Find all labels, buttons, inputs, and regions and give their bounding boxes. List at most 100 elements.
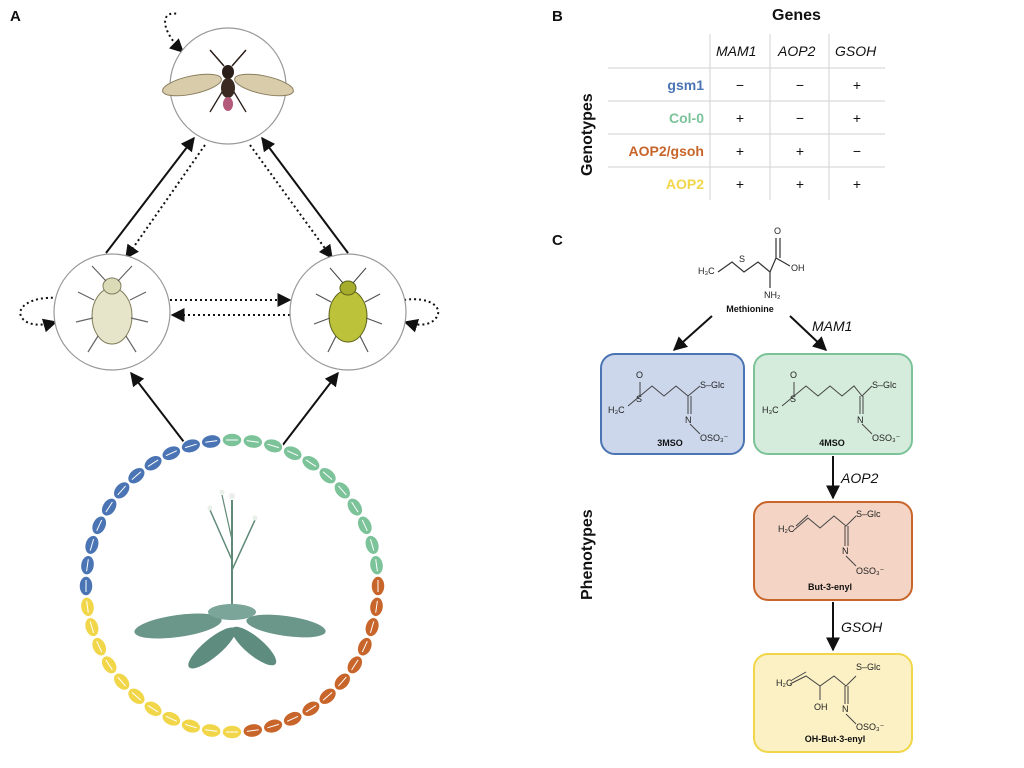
wasp-icon [162, 49, 294, 113]
pale-aphid-icon [75, 265, 149, 353]
dna-rung [338, 485, 347, 496]
dna-rung [322, 692, 333, 701]
3mso-h3c: H₃C [608, 405, 625, 415]
structure-ohbut3enyl [789, 671, 857, 725]
dotted-arrow-wasp-to-green-aphid [249, 144, 333, 260]
dna-rung [351, 501, 359, 513]
dna-rung [131, 471, 142, 480]
dna-rung [89, 621, 95, 634]
but3enyl-oso3: OSO₃⁻ [856, 566, 885, 576]
3mso-o: O [636, 370, 644, 380]
methionine-nh2: NH₂ [764, 290, 781, 300]
dotted-self-loop-pale-aphid [19, 296, 59, 333]
cell-aop2-gsoh: + [852, 176, 862, 192]
dotted-arrow-wasp-to-pale-aphid [125, 144, 206, 260]
structure-4mso [781, 382, 873, 435]
enzyme-aop2: AOP2 [841, 470, 879, 486]
dna-rung [361, 640, 368, 653]
ohbut3enyl-oh: OH [814, 702, 828, 712]
3mso-s: S [636, 394, 643, 404]
dna-rung [338, 676, 347, 687]
phenotypes-axis-label: Phenotypes [579, 509, 596, 600]
cell-gsm1-aop2: − [795, 77, 805, 93]
4mso-n: N [857, 415, 864, 425]
cell-gsm1-mam1: − [735, 77, 745, 93]
cell-col0-aop2: − [795, 110, 805, 126]
dna-rung [131, 692, 142, 701]
cell-aop2gsoh-gsoh: − [852, 143, 862, 159]
enzyme-gsoh: GSOH [841, 619, 883, 635]
dna-rung [305, 705, 317, 713]
4mso-s-glc: S–Glc [872, 380, 897, 390]
4mso-h3c: H₃C [762, 405, 779, 415]
ohbut3enyl-name: OH-But-3-enyl [804, 734, 866, 744]
cell-col0-gsoh: + [852, 110, 862, 126]
ohbut3enyl-oso3: OSO₃⁻ [856, 722, 885, 732]
dna-rung [117, 676, 126, 687]
cell-col0-mam1: + [735, 110, 745, 126]
dna-rung [267, 723, 280, 729]
genotype-aop2: AOP2 [665, 176, 704, 192]
3mso-s-glc: S–Glc [700, 380, 725, 390]
dna-rung [96, 519, 103, 532]
dna-rung [86, 600, 89, 613]
genome-ring [78, 432, 386, 740]
3mso-n: N [685, 415, 692, 425]
dna-rung [105, 659, 113, 671]
gene-table-title: Genes [772, 7, 821, 24]
cell-gsm1-gsoh: + [852, 77, 862, 93]
arrow-plant-to-pale-aphid [130, 371, 188, 447]
enzyme-mam1: MAM1 [812, 318, 853, 334]
dna-rung [361, 519, 368, 532]
dna-rung [205, 729, 218, 732]
dna-rung [184, 443, 197, 449]
panel-label-a: A [10, 8, 21, 25]
but3enyl-n: N [842, 546, 849, 556]
4mso-oso3: OSO₃⁻ [872, 433, 901, 443]
dna-rung [117, 485, 126, 496]
arrow-methionine-to-4mso [789, 315, 828, 351]
gene-header-aop2: AOP2 [778, 43, 816, 59]
box-ohbut3enyl [753, 653, 913, 753]
panel-label-c: C [552, 232, 563, 249]
methionine-structure [717, 238, 791, 288]
box-but3enyl [753, 501, 913, 601]
genotype-aop2-gsoh: AOP2/gsoh [628, 143, 704, 159]
arrow-plant-to-green-aphid [281, 371, 339, 447]
arabidopsis-plant-icon [134, 489, 326, 669]
genotype-col0: Col-0 [669, 110, 704, 126]
genotype-gsm1: gsm1 [667, 77, 704, 93]
but3enyl-h2c: H₂C [778, 524, 795, 534]
dna-rung [89, 538, 95, 551]
4mso-name: 4MSO [819, 438, 845, 448]
dna-rung [86, 559, 89, 572]
dna-rung [369, 538, 375, 551]
dotted-self-loop-wasp [164, 12, 185, 53]
cell-aop2-aop2: + [795, 176, 805, 192]
arrow-methionine-to-3mso [672, 315, 713, 351]
gene-header-gsoh: GSOH [835, 43, 877, 59]
dna-rung [184, 723, 197, 729]
dna-rung [165, 715, 178, 722]
dna-rung [375, 559, 378, 572]
dna-rung [305, 459, 317, 467]
panel-label-b: B [552, 8, 563, 25]
dna-rung [351, 659, 359, 671]
dna-rung [105, 501, 113, 513]
4mso-o: O [790, 370, 798, 380]
4mso-s: S [790, 394, 797, 404]
dna-rung [205, 440, 218, 443]
cell-aop2gsoh-mam1: + [735, 143, 745, 159]
genotypes-axis-label: Genotypes [579, 93, 596, 176]
methionine-o: O [774, 226, 782, 236]
dotted-self-loop-green-aphid [403, 298, 440, 333]
but3enyl-name: But-3-enyl [807, 582, 852, 592]
structure-but3enyl [793, 514, 857, 567]
methionine-name: Methionine [726, 304, 774, 314]
cell-aop2-mam1: + [735, 176, 745, 192]
arrow-pale-aphid-to-wasp [105, 136, 195, 254]
structure-3mso [627, 382, 701, 435]
cell-aop2gsoh-aop2: + [795, 143, 805, 159]
methionine-s: S [739, 254, 746, 264]
ohbut3enyl-n: N [842, 704, 849, 714]
